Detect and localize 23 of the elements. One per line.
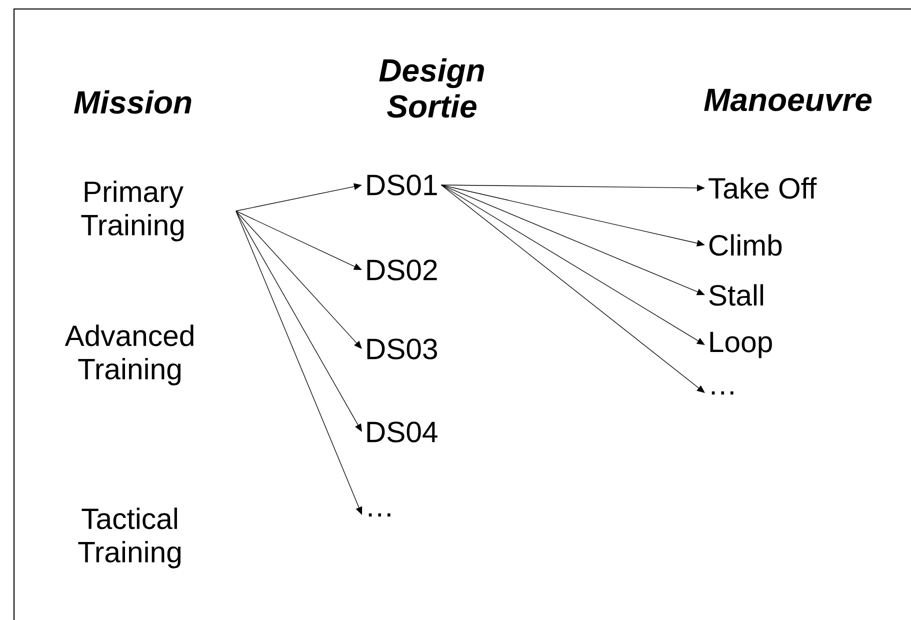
node-text: Primary Training xyxy=(81,180,184,242)
node-text: … xyxy=(368,513,390,517)
arrow xyxy=(440,184,705,393)
node-text: Advanced Training xyxy=(64,324,194,386)
node-text: Tactical Training xyxy=(78,508,181,568)
node-text: Loop xyxy=(710,332,772,358)
node-text: DS02 xyxy=(367,260,437,280)
node-text: Stall xyxy=(709,284,764,306)
arrow xyxy=(440,184,705,296)
arrow xyxy=(440,184,705,345)
node-text: DS04 xyxy=(367,422,438,442)
arrow xyxy=(236,210,362,270)
column-heading: Manoeuvre xyxy=(704,88,872,112)
node-text: Climb xyxy=(709,234,782,256)
column-heading: Design Sortie xyxy=(379,58,484,118)
node-text: … xyxy=(712,391,734,395)
node-text: DS03 xyxy=(367,338,438,360)
node-text: Take Off xyxy=(708,177,817,199)
column-heading: Mission xyxy=(74,90,192,114)
arrow xyxy=(236,210,362,432)
arrow xyxy=(236,210,362,349)
arrow xyxy=(236,210,362,515)
node-text: DS01 xyxy=(367,174,437,196)
